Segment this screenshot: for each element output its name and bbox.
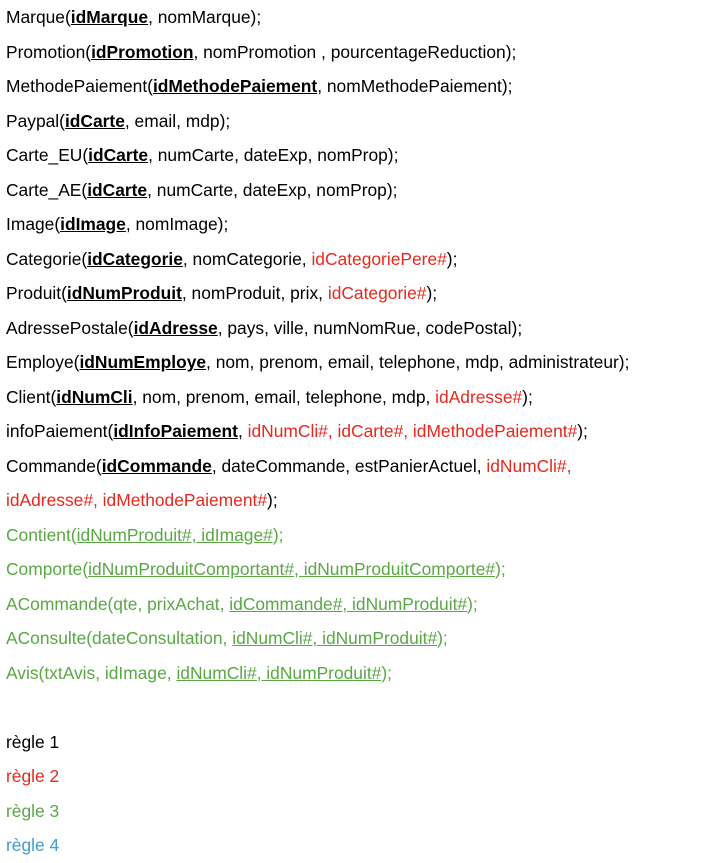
foreign-key: idNumCli#, — [486, 455, 572, 476]
relation-text: , nomMethodePaiement); — [317, 76, 513, 96]
primary-key: idNumEmploye — [79, 352, 207, 372]
relation-text: idNumCli#, idNumProduit# — [176, 662, 382, 683]
relation-text: Categorie( — [6, 248, 88, 269]
relation-text: Avis(txtAvis, idImage, — [6, 662, 177, 683]
legend-rule-4: règle 4 — [6, 835, 60, 855]
relation-text: , numCarte, dateExp, nomProp); — [147, 179, 398, 200]
legend-rule-2: règle 2 — [6, 766, 60, 786]
relation-text: infoPaiement( — [6, 421, 114, 441]
foreign-key: idCategorie# — [327, 283, 427, 303]
relation-text: Image( — [6, 214, 61, 234]
relation-text: , — [237, 421, 248, 441]
relation-text: ); — [577, 421, 588, 441]
primary-key: idCategorie — [87, 248, 183, 269]
relation-text: Promotion( — [6, 41, 92, 62]
relation-text: , nom, prenom, email, telephone, mdp, — [132, 386, 436, 407]
relation-text: ); — [272, 524, 284, 545]
relation-text: ACommande(qte, prixAchat, — [6, 593, 230, 614]
relational-schema-document: Marque(idMarque, nomMarque);Promotion(id… — [6, 0, 726, 863]
relation-text: ); — [426, 283, 438, 303]
relation-contient: Contient(idNumProduit#, idImage#); — [6, 518, 726, 553]
primary-key: idAdresse — [133, 317, 218, 338]
relation-text: ); — [381, 662, 392, 683]
relation-text: Marque( — [6, 7, 71, 27]
relation-text: AdressePostale( — [6, 317, 134, 338]
legend-rule-3: règle 3 — [6, 800, 60, 821]
legend-rule-1: règle 1 — [6, 731, 60, 752]
relation-commande: Commande(idCommande, dateCommande, estPa… — [6, 449, 726, 484]
relation-image: Image(idImage, nomImage); — [6, 207, 726, 242]
relation-text: Client( — [6, 386, 57, 407]
relation-text: Employe( — [6, 352, 80, 372]
relation-marque: Marque(idMarque, nomMarque); — [6, 0, 726, 35]
relation-text: Carte_AE( — [6, 179, 88, 200]
foreign-key: idAdresse#, idMethodePaiement# — [6, 490, 268, 510]
primary-key: idCarte — [87, 179, 148, 200]
rules-legend: règle 1 règle 2 règle 3 règle 4 — [6, 725, 726, 863]
relation-text: , nomPromotion , pourcentageReduction); — [193, 41, 517, 62]
relation-methode-paiement: MethodePaiement(idMethodePaiement, nomMe… — [6, 69, 726, 104]
relation-comporte: Comporte(idNumProduitComportant#, idNumP… — [6, 552, 726, 587]
foreign-key: idNumCli#, idCarte#, idMethodePaiement# — [247, 421, 578, 441]
relation-acommande: ACommande(qte, prixAchat, idCommande#, i… — [6, 587, 726, 622]
primary-key: idImage — [60, 214, 126, 234]
relation-text: ); — [495, 559, 506, 579]
relation-text: Paypal( — [6, 110, 65, 131]
spacer — [6, 690, 726, 725]
relation-promotion: Promotion(idPromotion, nomPromotion , po… — [6, 35, 726, 70]
relation-commande-cont: idAdresse#, idMethodePaiement#); — [6, 483, 726, 518]
relation-info-paiement: infoPaiement(idInfoPaiement, idNumCli#, … — [6, 414, 726, 449]
primary-key: idCarte — [88, 145, 149, 165]
relation-text: ); — [522, 386, 533, 407]
primary-key: idMarque — [70, 7, 149, 27]
relation-carte-eu: Carte_EU(idCarte, numCarte, dateExp, nom… — [6, 138, 726, 173]
relation-text: ); — [437, 628, 448, 648]
relation-text: ); — [267, 490, 278, 510]
primary-key: idNumProduit — [66, 283, 182, 303]
relation-text: MethodePaiement( — [6, 76, 153, 96]
relation-text: , dateCommande, estPanierActuel, — [211, 455, 487, 476]
relation-text: idNumCli#, idNumProduit# — [232, 628, 438, 648]
relation-text: , nomCategorie, — [182, 248, 312, 269]
relation-produit: Produit(idNumProduit, nomProduit, prix, … — [6, 276, 726, 311]
relation-text: , email, mdp); — [124, 110, 231, 131]
relation-text: , nomProduit, prix, — [181, 283, 328, 303]
relation-text: idNumProduit#, idImage# — [76, 524, 273, 545]
relation-adresse-postale: AdressePostale(idAdresse, pays, ville, n… — [6, 311, 726, 346]
primary-key: idCommande — [101, 455, 212, 476]
relation-aconsulte: AConsulte(dateConsultation, idNumCli#, i… — [6, 621, 726, 656]
schema-list: Marque(idMarque, nomMarque);Promotion(id… — [6, 0, 726, 690]
relation-carte-ae: Carte_AE(idCarte, numCarte, dateExp, nom… — [6, 173, 726, 208]
relation-text: Produit( — [6, 283, 67, 303]
relation-text: , pays, ville, numNomRue, codePostal); — [217, 317, 523, 338]
relation-text: AConsulte(dateConsultation, — [6, 628, 233, 648]
relation-client: Client(idNumCli, nom, prenom, email, tel… — [6, 380, 726, 415]
relation-categorie: Categorie(idCategorie, nomCategorie, idC… — [6, 242, 726, 277]
relation-text: , nomImage); — [125, 214, 229, 234]
relation-text: idNumProduitComportant#, idNumProduitCom… — [88, 559, 496, 579]
foreign-key: idAdresse# — [435, 386, 523, 407]
primary-key: idCarte — [64, 110, 125, 131]
primary-key: idInfoPaiement — [113, 421, 238, 441]
primary-key: idPromotion — [91, 41, 194, 62]
relation-text: , nom, prenom, email, telephone, mdp, ad… — [206, 352, 630, 372]
relation-text: Contient( — [6, 524, 77, 545]
primary-key: idNumCli — [56, 386, 133, 407]
relation-avis: Avis(txtAvis, idImage, idNumCli#, idNumP… — [6, 656, 726, 691]
relation-text: ); — [446, 248, 458, 269]
relation-employe: Employe(idNumEmploye, nom, prenom, email… — [6, 345, 726, 380]
primary-key: idMethodePaiement — [152, 76, 318, 96]
relation-text: Commande( — [6, 455, 102, 476]
relation-text: Comporte( — [6, 559, 89, 579]
relation-text: , numCarte, dateExp, nomProp); — [148, 145, 399, 165]
relation-text: ); — [467, 593, 478, 614]
relation-paypal: Paypal(idCarte, email, mdp); — [6, 104, 726, 139]
relation-text: , nomMarque); — [148, 7, 262, 27]
relation-text: Carte_EU( — [6, 145, 89, 165]
relation-text: idCommande#, idNumProduit# — [229, 593, 468, 614]
foreign-key: idCategoriePere# — [311, 248, 447, 269]
